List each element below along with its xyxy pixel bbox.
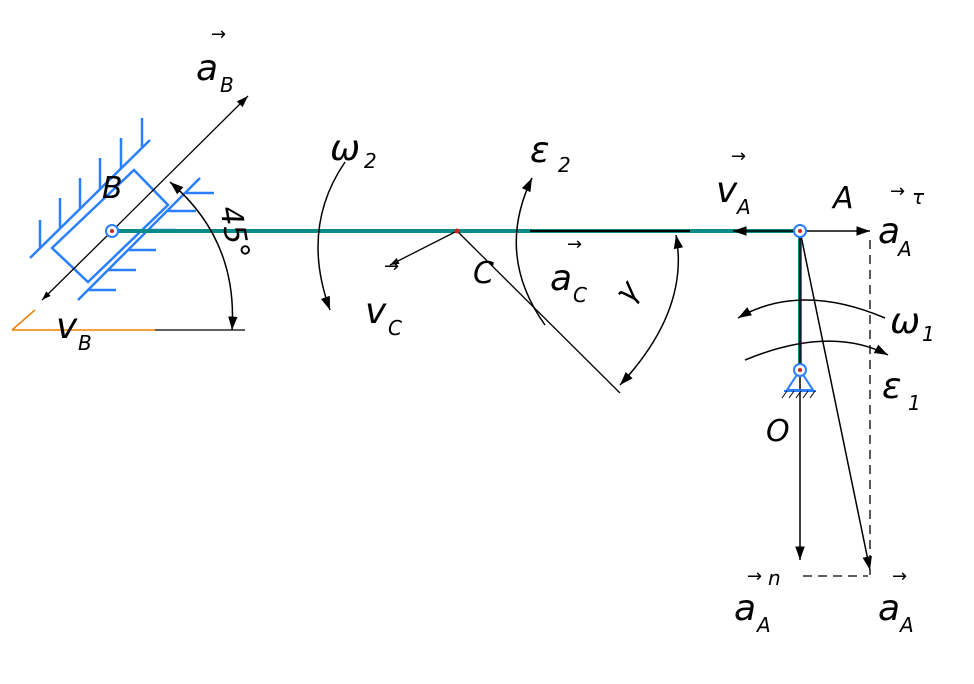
label-point-c: C: [473, 256, 494, 291]
a-a-letter: a: [878, 588, 900, 629]
v-a-letter: v: [716, 170, 738, 211]
a-c-letter: a: [550, 258, 572, 299]
a-a-subscript: A: [898, 613, 914, 637]
a-b-arrow-mark: →: [211, 24, 226, 45]
slider-guide-b: [29, 118, 214, 301]
vector-v-b: [41, 230, 113, 301]
omega2-letter: ω: [330, 128, 360, 169]
epsilon1-arc: [744, 340, 889, 361]
a-a-n-subscript: A: [755, 613, 771, 637]
a-a-n-arrow-mark: →: [747, 566, 762, 587]
ground-line-tick: [11, 309, 36, 331]
a-a-tau-subscript: A: [896, 237, 912, 261]
v-c-letter: v: [365, 291, 387, 332]
a-b-letter: a: [196, 48, 218, 89]
v-a-subscript: A: [735, 195, 751, 219]
a-a-tau-superscript: τ: [912, 185, 925, 209]
a-c-arrow-mark: →: [567, 234, 582, 255]
v-a-arrow-mark: →: [731, 146, 746, 167]
v-b-letter: v: [56, 306, 78, 347]
label-angle-45: 45°: [212, 203, 256, 261]
a-a-tau-arrow-mark: →: [890, 181, 905, 202]
v-c-arrow-mark: →: [384, 256, 399, 277]
vector-a-c: [456, 230, 621, 394]
guide-line-lower: [77, 177, 201, 301]
pivot-o: [781, 363, 816, 399]
label-point-o: O: [766, 414, 790, 449]
joint-a: [793, 224, 807, 238]
angle-arc-45: [169, 181, 238, 331]
vector-v-c: [389, 230, 458, 266]
point-c-marker: [454, 228, 460, 234]
omega2-subscript: 2: [364, 149, 377, 173]
epsilon2-letter: ε: [530, 130, 549, 171]
slider-block: [50, 168, 170, 284]
vector-a-a: [799, 230, 872, 571]
omega1-letter: ω: [890, 301, 920, 342]
v-b-subscript: B: [78, 331, 92, 355]
epsilon1-letter: ε: [882, 366, 901, 407]
a-a-n-letter: a: [734, 588, 756, 629]
vector-a-b: [111, 95, 249, 232]
label-point-a: A: [831, 181, 854, 216]
omega1-arc: [737, 299, 886, 319]
epsilon2-subscript: 2: [558, 153, 571, 177]
a-a-n-superscript: n: [768, 566, 781, 590]
omega1-subscript: 1: [922, 322, 935, 346]
epsilon1-subscript: 1: [908, 391, 921, 415]
epsilon2-arc: [515, 177, 546, 326]
omega2-arc: [317, 161, 346, 311]
a-c-subscript: C: [573, 283, 587, 307]
joint-b: [105, 224, 119, 238]
a-a-tau-letter: a: [878, 211, 900, 252]
label-point-b: B: [102, 171, 123, 206]
a-b-subscript: B: [220, 73, 234, 97]
label-angle-gamma: γ: [608, 273, 648, 309]
v-c-subscript: C: [388, 316, 402, 340]
guide-line-upper: [29, 139, 151, 259]
a-a-arrow-mark: →: [892, 566, 907, 587]
angle-arc-gamma: [619, 234, 684, 386]
